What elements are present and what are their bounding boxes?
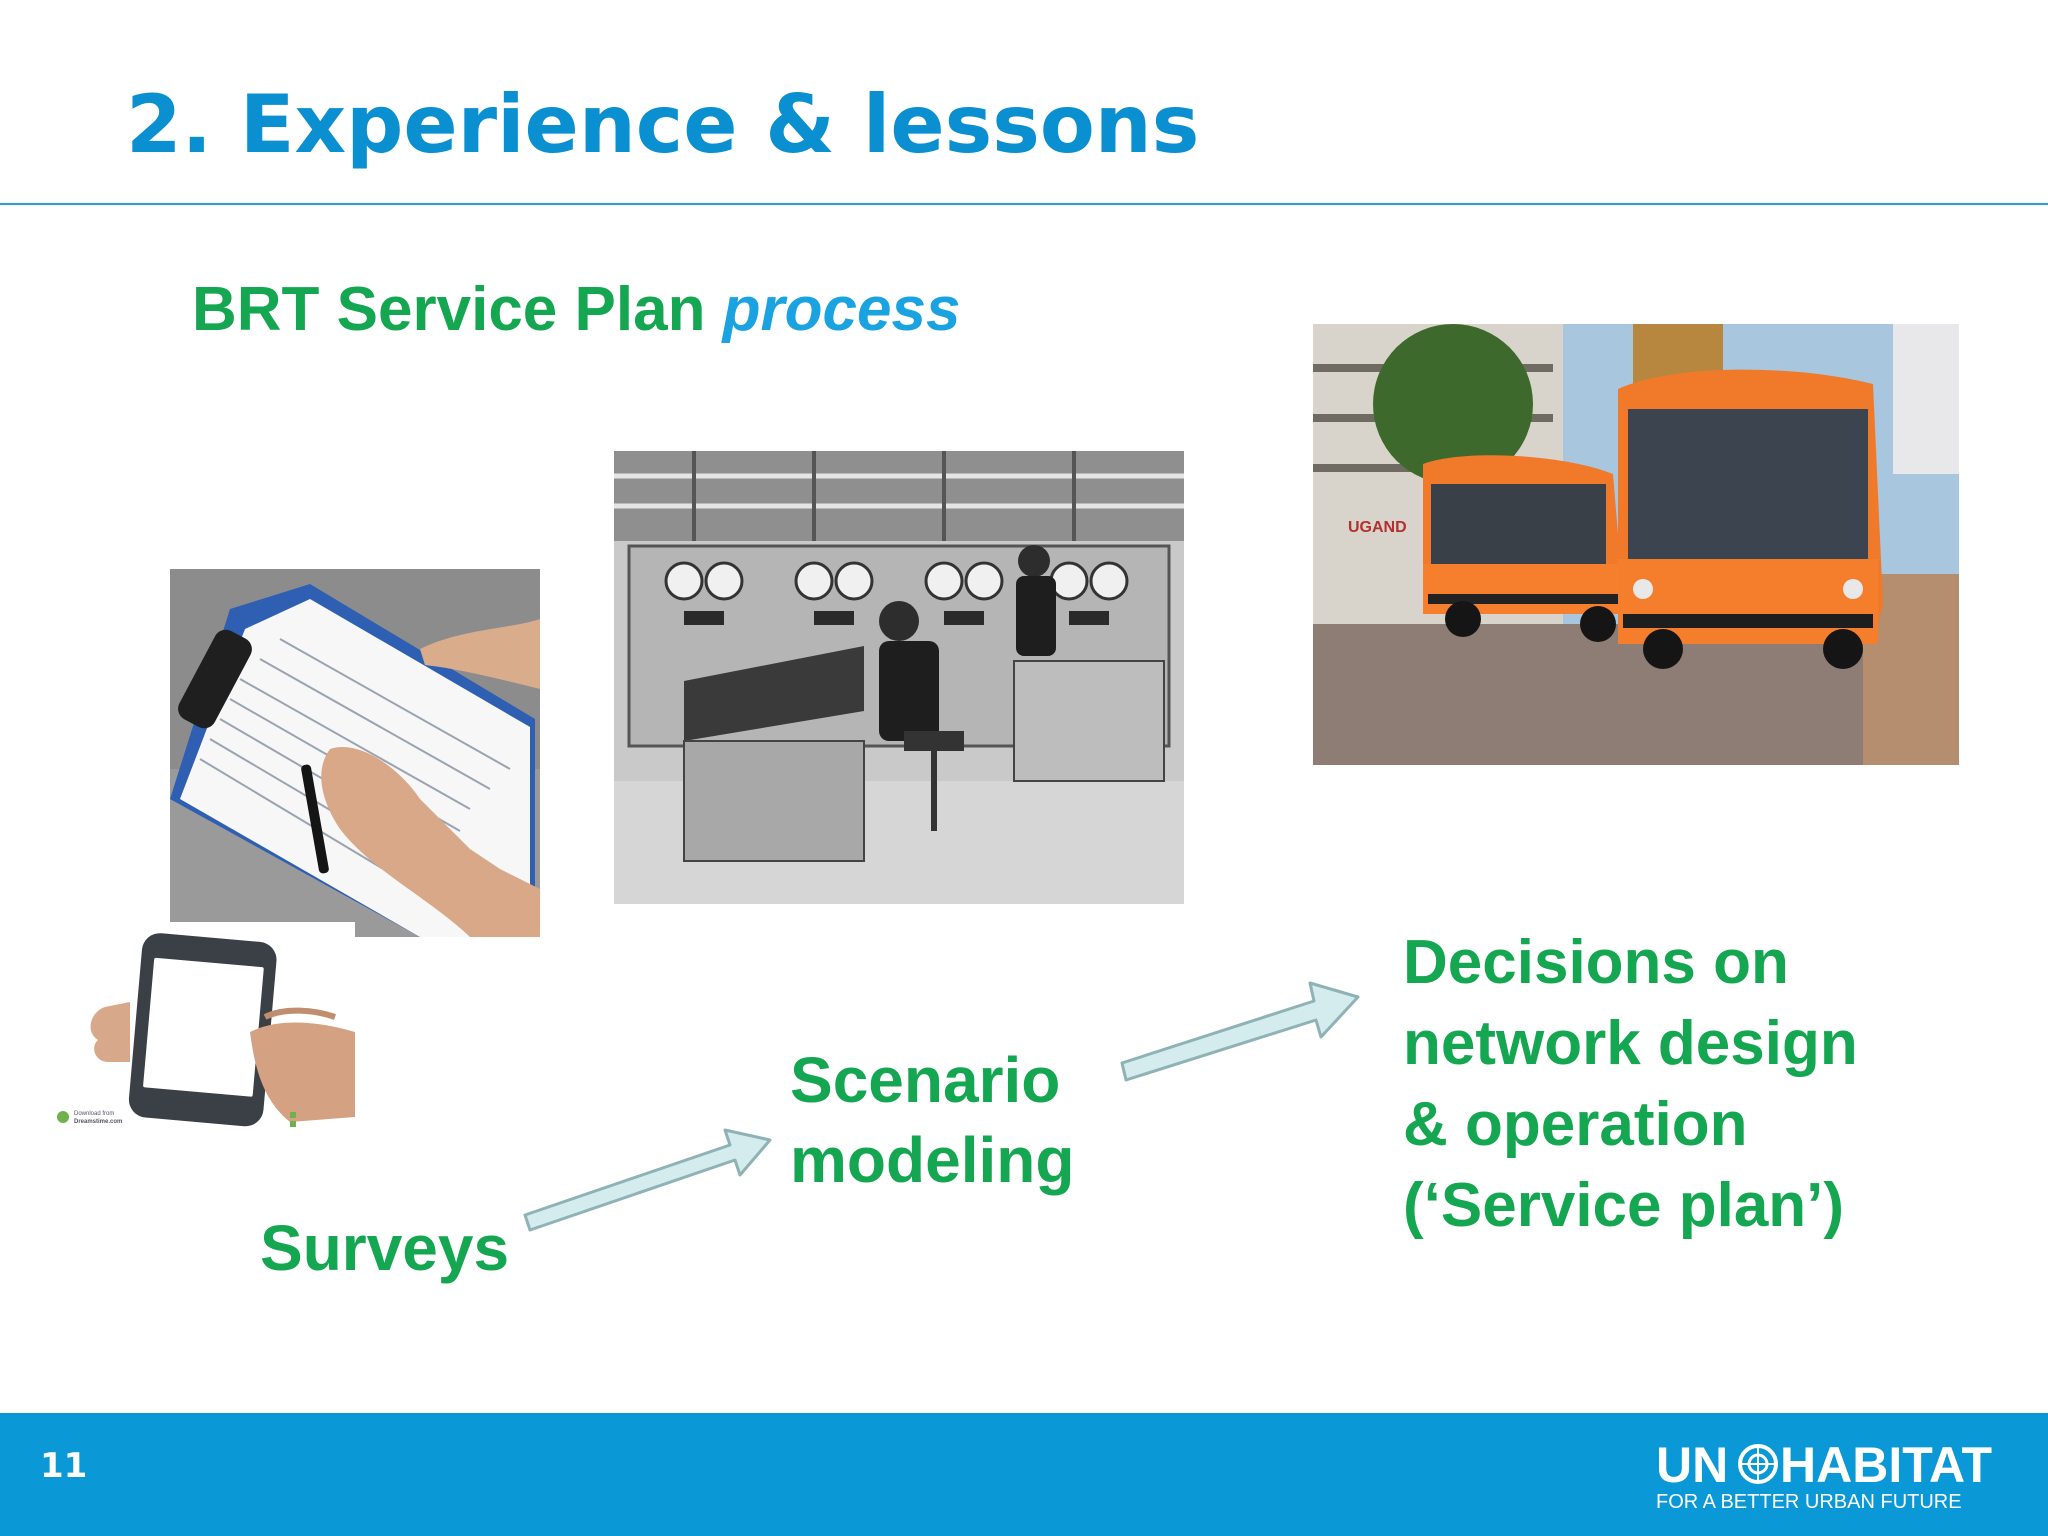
arrow-surveys-to-scenario: [523, 1128, 772, 1232]
scenario-modeling-label: Scenario modeling: [790, 1040, 1074, 1200]
footer-bar: [0, 1413, 2048, 1536]
building-sign: UGAND: [1348, 519, 1407, 536]
watermark-line1: Download from: [74, 1111, 114, 1117]
computer-room-photo: [614, 451, 1184, 904]
watermark-line2: Dreamstime.com: [74, 1119, 122, 1125]
un-habitat-logo: UN HABITAT FOR A BETTER URBAN FUTURE: [1656, 1437, 1992, 1513]
decisions-line3: & operation: [1403, 1090, 1748, 1159]
decisions-label: Decisions on network design & operation …: [1403, 922, 1858, 1246]
slide-title: 2. Experience & lessons: [126, 78, 1200, 171]
slide-subtitle: BRT Service Plan process: [192, 274, 960, 345]
arrow-scenario-to-decisions: [1120, 981, 1360, 1082]
surveys-label: Surveys: [260, 1216, 509, 1280]
subtitle-accent: process: [722, 275, 961, 344]
decisions-line2: network design: [1403, 1009, 1858, 1078]
buses-photo: UGAND: [1313, 324, 1959, 765]
title-divider: [0, 203, 2048, 205]
logo-un: UN: [1656, 1437, 1728, 1493]
logo-habitat: HABITAT: [1780, 1437, 1992, 1493]
decisions-line1: Decisions on: [1403, 928, 1789, 997]
decisions-line4: (‘Service plan’): [1403, 1171, 1845, 1240]
surveys-text: Surveys: [260, 1212, 510, 1284]
scenario-line2: modeling: [790, 1124, 1075, 1196]
logo-tagline: FOR A BETTER URBAN FUTURE: [1656, 1491, 1962, 1513]
page-number: 11: [40, 1446, 88, 1486]
scenario-line1: Scenario: [790, 1044, 1061, 1116]
subtitle-main: BRT Service Plan: [192, 275, 723, 344]
clipboard-survey-photo: [170, 569, 540, 937]
smartphone-photo: Download from Dreamstime.com: [50, 922, 355, 1130]
un-emblem-icon: [1738, 1444, 1778, 1484]
